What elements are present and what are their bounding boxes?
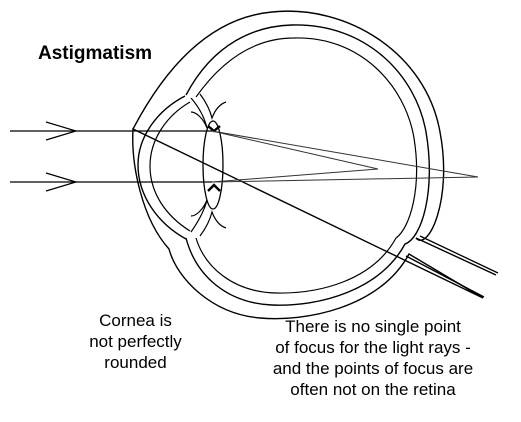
caption-line: of focus for the light rays -	[226, 337, 520, 358]
diagram-title: Astigmatism	[38, 43, 152, 65]
refracted-ray-lower-far	[212, 177, 478, 182]
retina-line	[196, 38, 417, 293]
caption-line: There is no single point	[226, 316, 520, 337]
cornea	[138, 96, 186, 239]
eyeball-outer-wall	[133, 11, 496, 318]
lens-ligament-lower	[208, 185, 220, 191]
lens-ligament-upper	[208, 126, 220, 131]
caption-line: not perfectly	[48, 331, 223, 352]
ciliary-body-upper	[200, 94, 226, 118]
cornea-inner	[150, 102, 190, 231]
iris-upper	[191, 98, 207, 128]
refracted-ray-upper-near	[212, 131, 378, 169]
ciliary-body-lower	[200, 212, 226, 236]
caption-line: and the points of focus are	[226, 358, 520, 379]
caption-line: rounded	[48, 352, 223, 373]
focus-caption: There is no single point of focus for th…	[226, 316, 520, 400]
optic-nerve-lower	[406, 256, 484, 297]
caption-line: often not on the retina	[226, 379, 520, 400]
refracted-ray-upper-far	[212, 131, 478, 177]
cornea-caption: Cornea is not perfectly rounded	[48, 310, 223, 373]
iris-lower	[191, 200, 207, 232]
caption-line: Cornea is	[48, 310, 223, 331]
